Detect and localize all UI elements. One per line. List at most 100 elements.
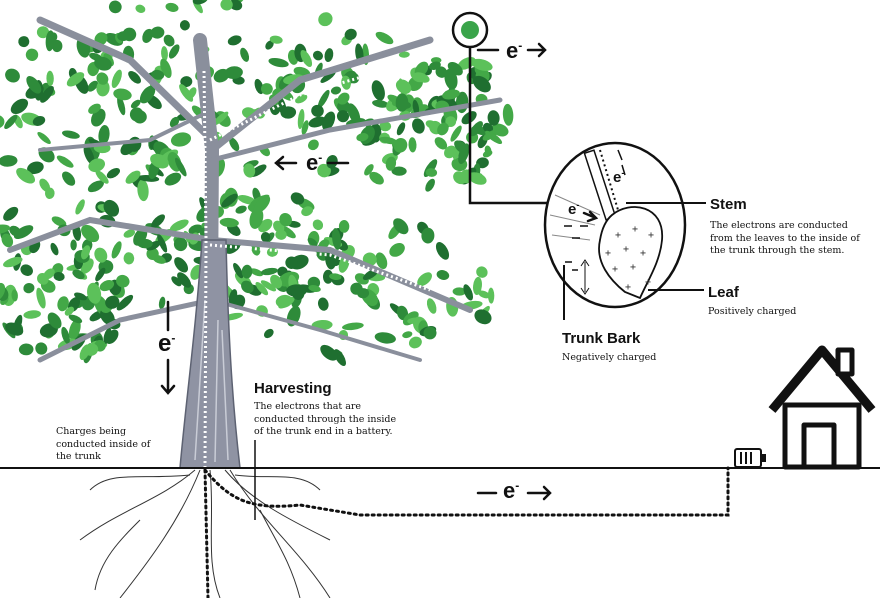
leaf-shape [372, 99, 389, 108]
leaf-shape [347, 103, 361, 124]
leaf-shape [157, 234, 168, 253]
leaf-shape [95, 267, 106, 282]
leaf-shape [35, 342, 48, 355]
leaf-shape [103, 199, 120, 217]
leaf-shape [329, 273, 342, 281]
leaf-shape [4, 114, 18, 129]
leaf-shape [177, 272, 192, 288]
house-icon [768, 345, 876, 470]
svg-text:+: + [640, 248, 646, 259]
leaf-shape [369, 171, 384, 185]
leaf-shape [482, 122, 494, 133]
leaf-shape [408, 336, 422, 349]
stem-description: The electrons are conducted from the lea… [710, 220, 860, 256]
leaf-shape [88, 103, 101, 114]
leaf-shape [442, 89, 460, 100]
leaf-shape [161, 46, 168, 61]
leaf-shape [39, 178, 51, 192]
leaf-shape [412, 118, 425, 134]
leaf-shape [23, 282, 35, 294]
leaf-shape [261, 83, 273, 95]
leaf-shape [425, 178, 435, 192]
leaf-shape [434, 137, 448, 150]
leaf-shape [108, 0, 122, 14]
leaf-shape [425, 168, 438, 177]
leaf-shape [428, 61, 441, 70]
leaf-shape [52, 263, 64, 276]
leaf-shape [452, 287, 467, 296]
leaf-detail-ellipse: +++ +++ +++ + [543, 141, 687, 309]
leaf-shape [318, 297, 329, 311]
leaf-shape [275, 229, 287, 240]
leaf-shape [5, 68, 20, 83]
leaf-shape [311, 104, 324, 117]
leaf-shape [421, 227, 435, 244]
leaf-shape [70, 239, 77, 251]
leaf-shape [220, 0, 233, 11]
leaf-shape [5, 322, 24, 336]
electron-path-ground [203, 466, 730, 598]
leaf-shape [435, 242, 450, 260]
leaf-shape [36, 26, 50, 39]
leaf-shape [87, 80, 99, 92]
leaf-shape [165, 2, 179, 12]
leaf-shape [301, 206, 313, 217]
electron-path-tree [202, 58, 431, 469]
leaf-shape [116, 274, 130, 288]
electron-arrows [160, 42, 599, 501]
svg-text:+: + [648, 230, 654, 241]
leaf-shape [79, 344, 91, 361]
leaf-shape [342, 322, 364, 331]
leaf-shape [74, 292, 87, 301]
leaf-shape [426, 298, 437, 314]
electron-label-ground: e- [503, 478, 520, 503]
leaf-shape [402, 331, 413, 339]
leaf-shape [99, 280, 115, 292]
leaf-shape [57, 296, 69, 312]
svg-text:+: + [645, 277, 651, 288]
svg-text:+: + [615, 230, 621, 241]
leaf-shape [447, 61, 463, 76]
leaf-shape [221, 193, 238, 208]
leaf-shape [87, 282, 102, 304]
leaf-shape [260, 280, 277, 292]
leaf-shape [472, 75, 491, 93]
leaf-shape [25, 48, 39, 61]
leaf-shape [324, 48, 334, 63]
leaf-shape [0, 155, 18, 167]
leaf-shape [395, 79, 412, 94]
leaf-shape [253, 195, 271, 214]
leaf-shape [423, 326, 437, 340]
leaf-shape [241, 264, 253, 279]
leaf-shape [269, 35, 283, 44]
leaf-shape [279, 213, 292, 227]
leaf-shape [329, 255, 342, 267]
leaf-shape [307, 139, 319, 151]
leaf-shape [478, 290, 490, 299]
leaf-shape [179, 20, 190, 31]
leaf-shape [344, 28, 357, 41]
leaf-shape [412, 99, 420, 116]
leaf-shape [95, 170, 109, 184]
leaf-shape [188, 224, 203, 235]
leaf-shape [170, 132, 192, 147]
leaf-shape [240, 47, 250, 62]
leaf-shape [473, 276, 482, 295]
leaf-shape [45, 30, 55, 52]
leaf-shape [123, 252, 135, 265]
leaf-shape [371, 80, 385, 101]
leaf-shape [18, 36, 30, 48]
leaf-shape [213, 111, 229, 126]
battery-icon [734, 448, 766, 468]
leaf-shape [3, 206, 19, 221]
svg-text:+: + [625, 282, 631, 293]
leaf-shape [111, 69, 122, 88]
leaf-shape [295, 94, 308, 104]
leaf-shape [116, 294, 134, 311]
leaf-shape [396, 122, 406, 136]
leaf-shape [106, 168, 121, 179]
leaf-shape [413, 72, 430, 83]
leaf-shape [249, 268, 264, 277]
leaf-shape [463, 284, 474, 301]
